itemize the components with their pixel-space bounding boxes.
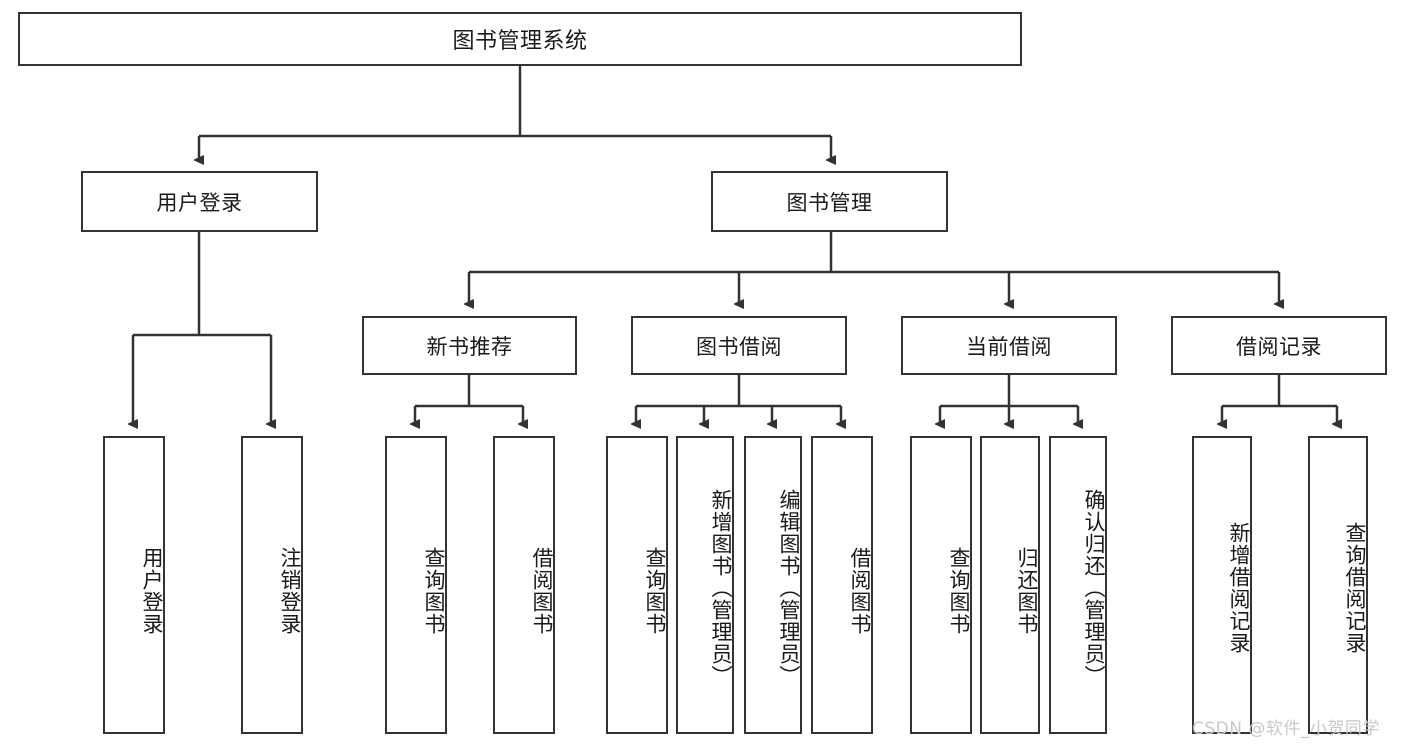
leaf-confirm-return-admin[interactable]: 确认归还（管理员） xyxy=(1049,436,1107,734)
leaf-user-login[interactable]: 用户登录 xyxy=(103,436,165,734)
leaf-add-borrow-record[interactable]: 新增借阅记录 xyxy=(1192,436,1252,734)
leaf-query-book-recommend[interactable]: 查询图书 xyxy=(385,436,447,734)
leaf-borrow-book[interactable]: 借阅图书 xyxy=(811,436,873,734)
leaf-query-book-current[interactable]: 查询图书 xyxy=(910,436,972,734)
node-root-book-management-system[interactable]: 图书管理系统 xyxy=(18,12,1022,66)
node-user-login[interactable]: 用户登录 xyxy=(81,171,318,232)
leaf-return-book[interactable]: 归还图书 xyxy=(980,436,1040,734)
node-current-borrow[interactable]: 当前借阅 xyxy=(901,316,1117,375)
leaf-query-book-borrow[interactable]: 查询图书 xyxy=(606,436,668,734)
leaf-logout[interactable]: 注销登录 xyxy=(241,436,303,734)
leaf-add-book-admin[interactable]: 新增图书（管理员） xyxy=(676,436,734,734)
csdn-watermark: CSDN @软件_小贺同学 xyxy=(1192,719,1380,739)
node-book-borrow[interactable]: 图书借阅 xyxy=(631,316,847,375)
node-new-book-recommend[interactable]: 新书推荐 xyxy=(362,316,577,375)
node-book-management[interactable]: 图书管理 xyxy=(711,171,948,232)
leaf-borrow-book-recommend[interactable]: 借阅图书 xyxy=(493,436,555,734)
leaf-edit-book-admin[interactable]: 编辑图书（管理员） xyxy=(744,436,802,734)
node-borrow-record[interactable]: 借阅记录 xyxy=(1171,316,1387,375)
leaf-query-borrow-record[interactable]: 查询借阅记录 xyxy=(1308,436,1368,734)
